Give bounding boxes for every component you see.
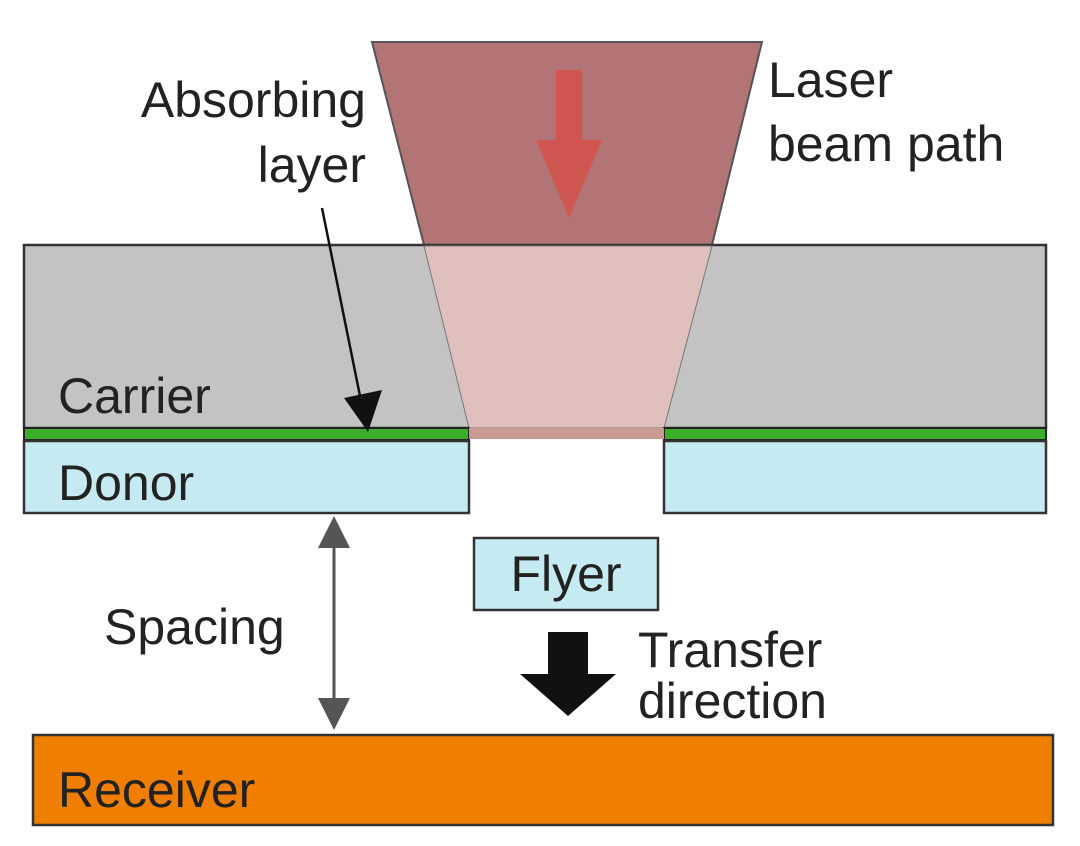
- laser-label-line2: beam path: [768, 116, 1004, 172]
- transfer-direction-label-line1: Transfer: [638, 622, 822, 678]
- laser-label-line1: Laser: [768, 52, 893, 108]
- absorbing-layer-label-line2: layer: [258, 137, 366, 193]
- carrier-label: Carrier: [58, 368, 211, 424]
- transfer-down-arrow-icon: [520, 632, 616, 716]
- laser-down-arrow-icon: [536, 70, 602, 218]
- donor-label: Donor: [58, 455, 194, 511]
- receiver-layer: [31, 733, 1055, 827]
- donor-left: [22, 439, 471, 515]
- flyer-block: [472, 536, 660, 612]
- spacing-label: Spacing: [104, 599, 285, 655]
- donor-right: [662, 439, 1048, 515]
- laser-beam-in-carrier: [423, 245, 713, 429]
- absorbing-layer-label-line1: Absorbing: [141, 72, 366, 128]
- transfer-direction-label-line2: direction: [638, 673, 827, 729]
- spacing-double-arrow-icon: [318, 516, 350, 730]
- absorbing-layer-ablated: [469, 428, 664, 439]
- receiver-label: Receiver: [58, 762, 255, 818]
- flyer-label: Flyer: [510, 546, 621, 602]
- absorbing-layer-left: [23, 427, 470, 441]
- absorbing-layer-pointer-arrow: [320, 207, 382, 432]
- absorbing-layer-right: [663, 427, 1047, 441]
